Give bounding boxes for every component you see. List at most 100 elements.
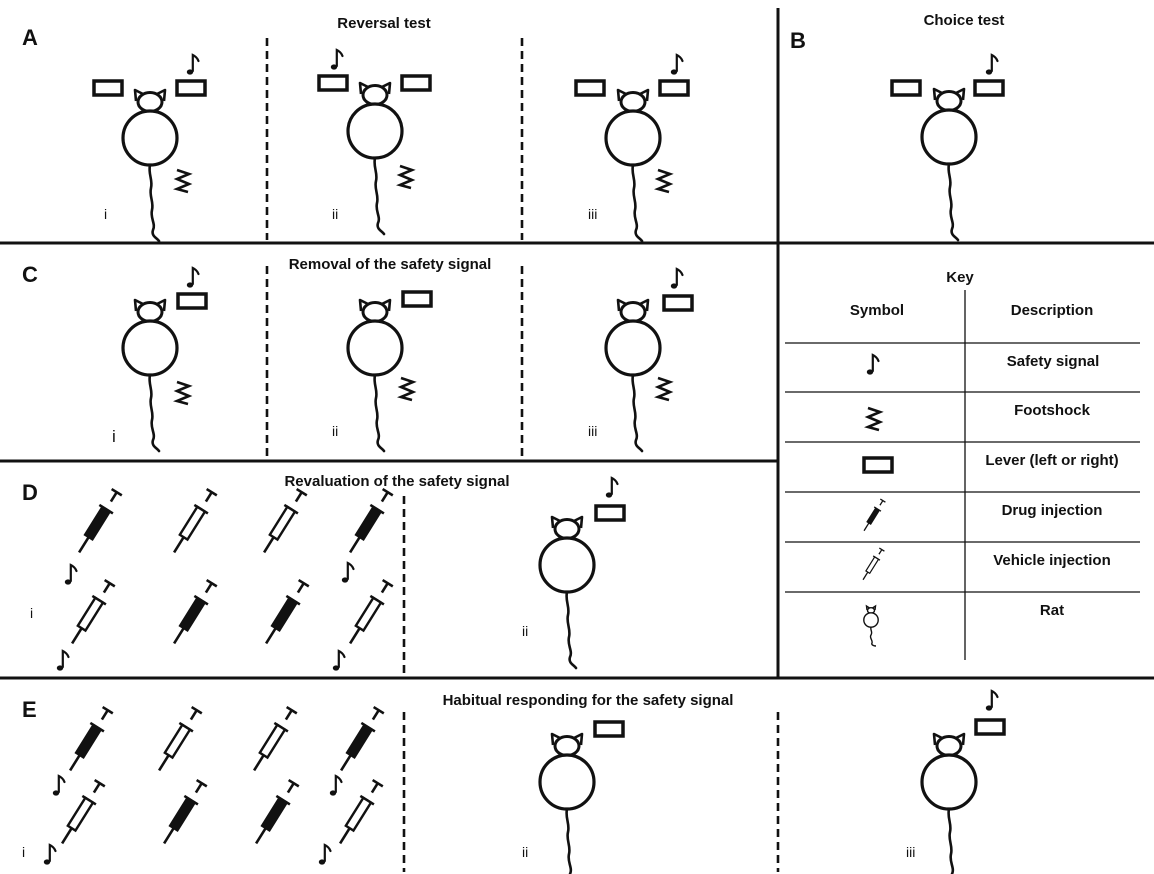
filled-syringe-icon <box>860 497 887 534</box>
music-note-icon <box>984 53 999 76</box>
filled-syringe-icon <box>156 777 210 849</box>
panel-e-scene-iii <box>920 689 1006 874</box>
filled-syringe-icon <box>258 577 312 649</box>
key-description: Rat <box>1040 602 1064 619</box>
panel-d-title: Revaluation of the safety signal <box>284 473 509 490</box>
zigzag-footshock-icon <box>656 376 672 402</box>
key-row-rat: Rat <box>863 602 1064 647</box>
zigzag-footshock-icon <box>656 168 672 194</box>
key-row-footshock: Footshock <box>866 402 1091 432</box>
music-note-icon <box>185 53 200 76</box>
panel-e-label-i: i <box>22 844 25 860</box>
panel-c-title: Removal of the safety signal <box>289 256 492 273</box>
filled-syringe-icon <box>62 704 116 776</box>
zigzag-footshock-icon <box>866 406 882 432</box>
lever-icon <box>400 74 432 92</box>
music-note-icon <box>317 843 332 866</box>
panel-a-label-ii: ii <box>332 206 338 222</box>
music-note-icon <box>669 267 684 290</box>
panel-b-title: Choice test <box>924 12 1005 29</box>
rat-icon <box>538 515 596 670</box>
panel-e-title: Habitual responding for the safety signa… <box>443 692 734 709</box>
music-note-icon <box>329 48 344 71</box>
filled-syringe-icon <box>333 704 387 776</box>
panel-a-label-iii: iii <box>588 206 597 222</box>
lever-icon <box>401 290 433 308</box>
panel-d-label-ii: ii <box>522 623 528 639</box>
panel-c-scene-ii <box>346 290 433 453</box>
music-note-icon <box>331 649 346 672</box>
panel-e-scene-i <box>42 704 387 866</box>
panel-c-label-ii: ii <box>332 423 338 439</box>
panel-b-scene <box>890 53 1005 242</box>
music-note-icon <box>669 53 684 76</box>
panel-e-scene-ii <box>538 720 625 874</box>
music-note-icon <box>340 561 355 584</box>
panel-c-scene-i <box>121 266 208 453</box>
key-header-symbol: Symbol <box>850 302 904 319</box>
lever-icon <box>574 79 606 97</box>
panel-c-label-i: i <box>112 427 116 446</box>
panel-c-scene-iii <box>604 267 694 453</box>
dashed-dividers <box>265 38 780 872</box>
key-description: Drug injection <box>1002 502 1103 519</box>
lever-icon <box>92 79 124 97</box>
key-row-vehicle-injection: Vehicle injection <box>859 546 1111 583</box>
hollow-syringe-icon <box>332 777 386 849</box>
panel-c-label-iii: iii <box>588 423 597 439</box>
music-note-icon <box>865 353 880 376</box>
key-description: Footshock <box>1014 402 1090 419</box>
panel-e-letter: E <box>22 697 37 722</box>
lever-icon <box>176 292 208 310</box>
rat-icon <box>346 298 404 453</box>
key-row-lever: Lever (left or right) <box>862 452 1119 474</box>
panel-d-letter: D <box>22 480 38 505</box>
key-row-safety-signal: Safety signal <box>865 353 1100 376</box>
lever-icon <box>890 79 922 97</box>
hollow-syringe-icon <box>166 486 220 558</box>
hollow-syringe-icon <box>54 777 108 849</box>
filled-syringe-icon <box>71 486 125 558</box>
zigzag-footshock-icon <box>399 376 415 402</box>
filled-syringe-icon <box>342 486 396 558</box>
rat-icon <box>121 88 179 243</box>
panel-a-label-i: i <box>104 206 107 222</box>
filled-syringe-icon <box>166 577 220 649</box>
hollow-syringe-icon <box>256 486 310 558</box>
music-note-icon <box>984 689 999 712</box>
filled-syringe-icon <box>248 777 302 849</box>
music-note-icon <box>185 266 200 289</box>
rat-icon <box>121 298 179 453</box>
rat-icon <box>604 298 662 453</box>
music-note-icon <box>328 774 343 797</box>
panel-d-label-i: i <box>30 605 33 621</box>
rat-icon <box>604 88 662 243</box>
rat-icon <box>920 732 978 874</box>
rat-icon <box>920 87 978 242</box>
hollow-syringe-icon <box>64 577 118 649</box>
lever-icon <box>662 294 694 312</box>
music-note-icon <box>63 563 78 586</box>
music-note-icon <box>604 476 619 499</box>
key-description: Vehicle injection <box>993 552 1111 569</box>
zigzag-footshock-icon <box>398 164 414 190</box>
panel-a-letter: A <box>22 25 38 50</box>
panel-d-scene-i <box>55 486 396 672</box>
panel-b-letter: B <box>790 28 806 53</box>
lever-icon <box>175 79 207 97</box>
lever-icon <box>973 79 1005 97</box>
rat-icon <box>863 604 879 647</box>
lever-icon <box>974 718 1006 736</box>
key-title: Key <box>946 269 974 286</box>
key-description: Lever (left or right) <box>985 452 1118 469</box>
key-description: Safety signal <box>1007 353 1100 370</box>
key-header-description: Description <box>1011 302 1094 319</box>
zigzag-footshock-icon <box>175 168 191 194</box>
panel-e-label-ii: ii <box>522 844 528 860</box>
hollow-syringe-icon <box>859 546 886 583</box>
panel-d-scene-ii <box>538 476 626 670</box>
lever-icon <box>862 456 894 474</box>
hollow-syringe-icon <box>342 577 396 649</box>
